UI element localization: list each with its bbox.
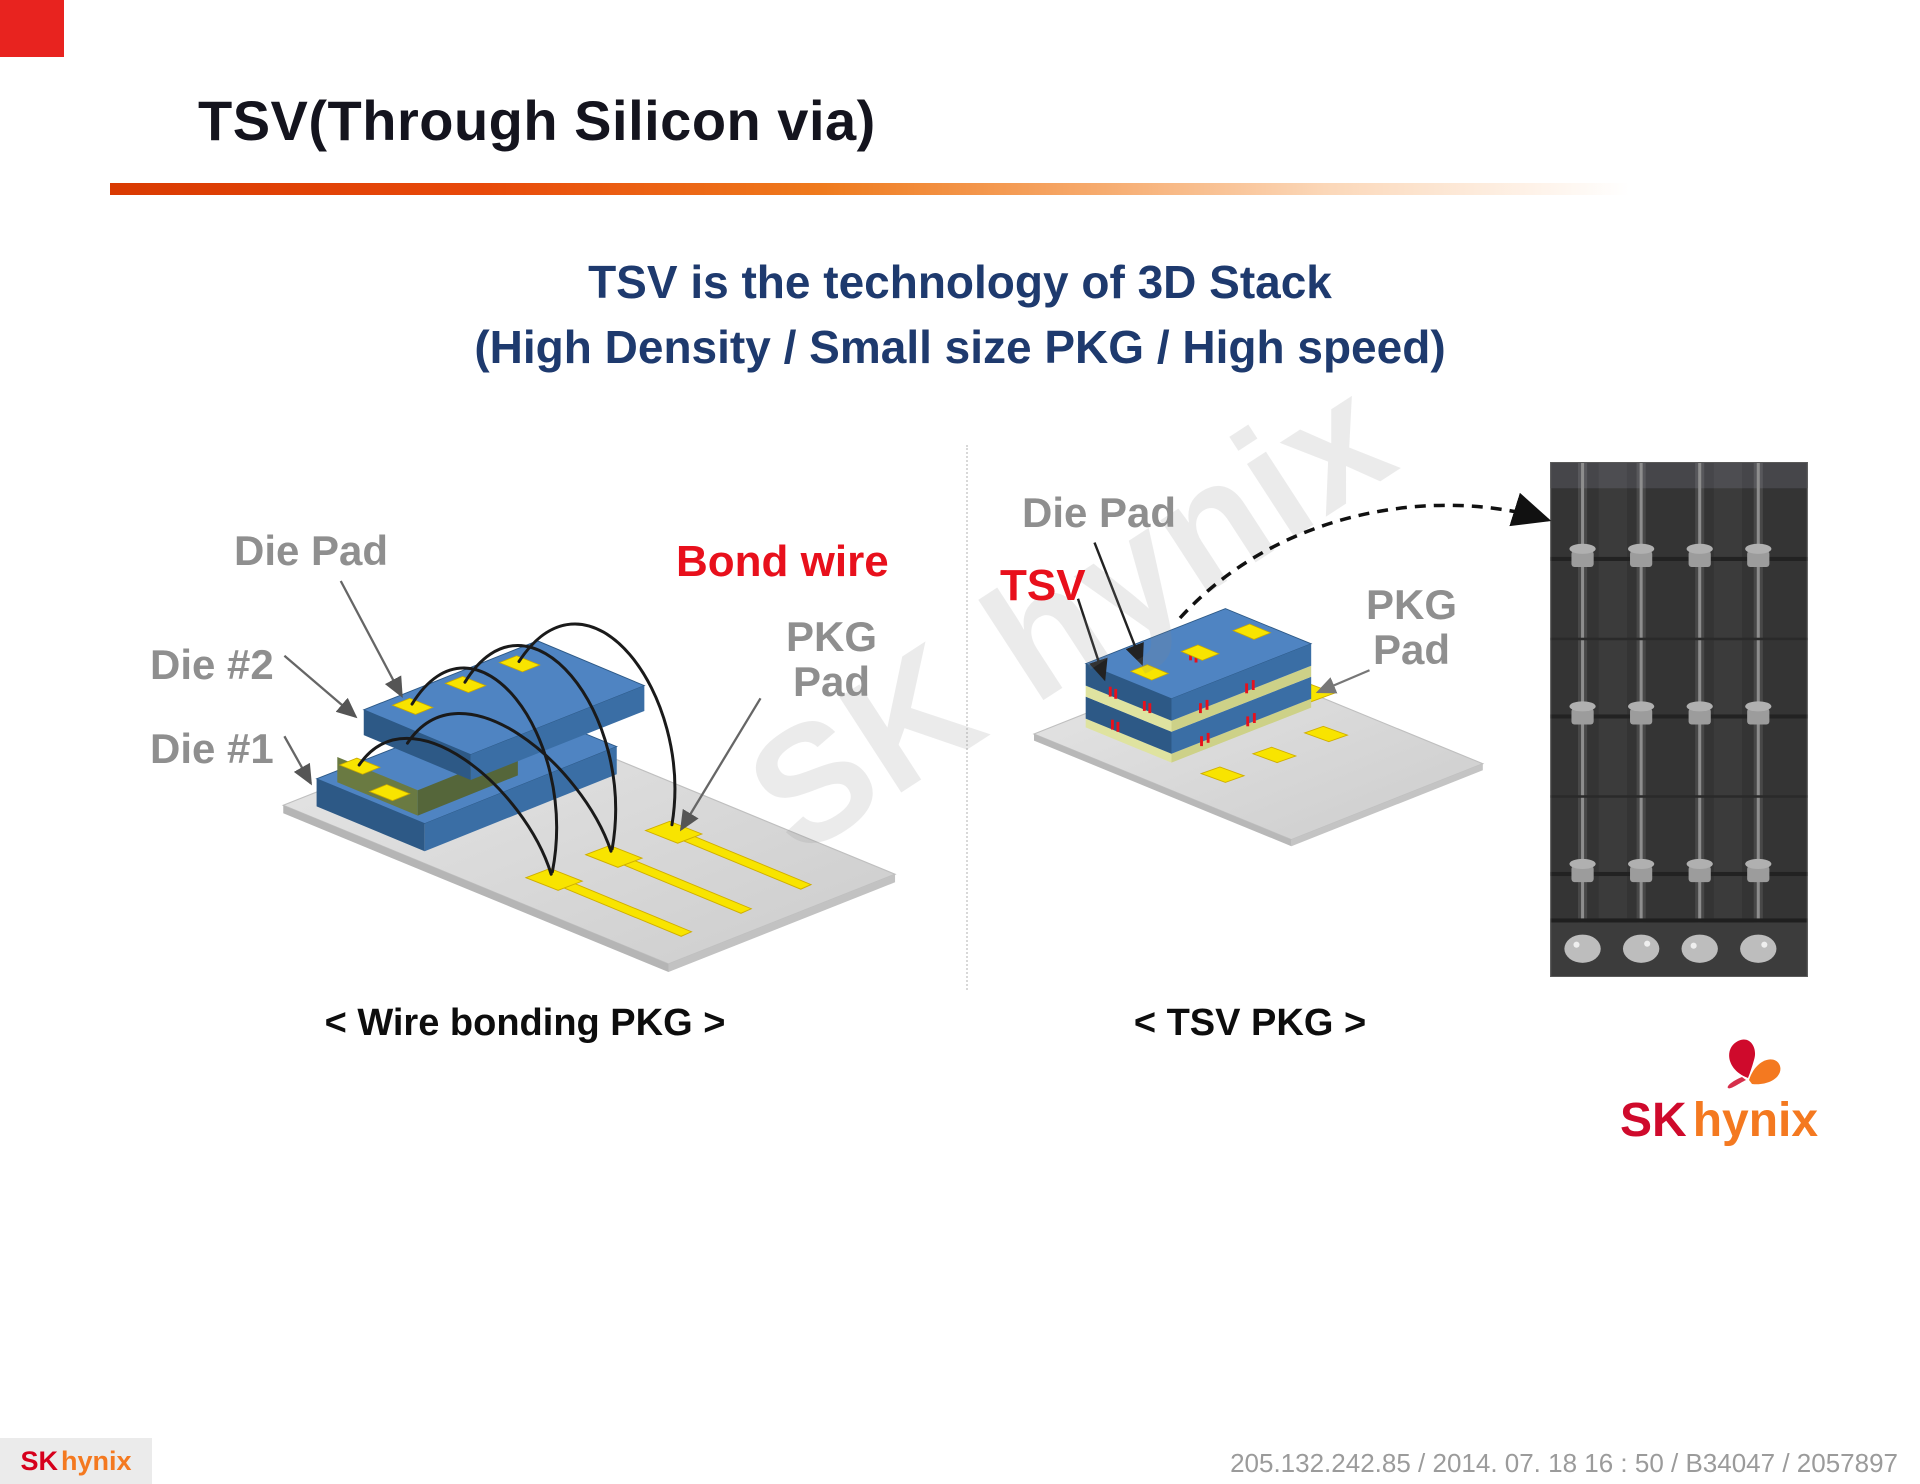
die2-pads	[391, 655, 541, 715]
pkg-pad-arrow	[679, 697, 762, 832]
lower-bond-layer	[1085, 698, 1312, 763]
substrate-edge-right	[668, 874, 896, 972]
die1-arrow	[283, 735, 312, 786]
sk-butterfly-icon	[1727, 1039, 1781, 1089]
label-die-2: Die #2	[150, 641, 274, 688]
pkg-pad-trace	[524, 820, 813, 937]
die-1	[1085, 676, 1312, 754]
upper-bond-layer	[1085, 665, 1312, 732]
caption-tsv-pkg: < TSV PKG >	[1133, 1002, 1367, 1044]
wire-bonding-diagram	[281, 580, 897, 972]
bond-wires	[357, 622, 677, 876]
subtitle: TSV is the technology of 3D Stack (High …	[160, 250, 1760, 381]
bond-wire	[463, 644, 618, 851]
right-label-arrows	[1076, 542, 1370, 694]
caption-wire-bonding: < Wire bonding PKG >	[324, 1002, 726, 1044]
label-pkg-line: PKG	[1366, 581, 1458, 628]
label-die-pad-right: Die Pad	[1022, 489, 1177, 536]
bond-wire	[410, 666, 559, 874]
substrate-edge-front	[1034, 734, 1292, 847]
logo-sk-text: SK	[1620, 1094, 1687, 1147]
substrate-edge-front	[283, 805, 669, 972]
bond-wire	[517, 622, 677, 827]
label-pad-line: Pad	[1372, 626, 1451, 674]
label-pkg-pad-left: PKG Pad	[786, 614, 877, 705]
label-pad-line: Pad	[792, 658, 871, 706]
bond-wire	[357, 736, 553, 876]
pkg-pad-arrow	[1315, 669, 1370, 694]
die-2	[362, 640, 646, 780]
page-title: TSV(Through Silicon via)	[198, 89, 876, 152]
label-pkg-pad-right: PKG Pad	[1366, 582, 1457, 673]
subtitle-line1: TSV is the technology of 3D Stack	[588, 256, 1332, 308]
badge-hynix-text: hynix	[60, 1445, 132, 1476]
sem-cross-section-image	[1550, 462, 1808, 977]
badge-sk-text: SK	[20, 1445, 58, 1476]
bond-wire	[405, 711, 613, 853]
substrate-edge-right	[1291, 763, 1483, 847]
logo-hynix-text: hynix	[1692, 1094, 1819, 1147]
label-die-pad-left: Die Pad	[234, 527, 389, 574]
diagram-divider	[966, 445, 968, 990]
label-die-1: Die #1	[150, 725, 274, 772]
footer-info: 205.132.242.85 / 2014. 07. 18 16 : 50 / …	[1230, 1448, 1898, 1478]
die-pads	[1129, 623, 1272, 681]
tsv-diagram	[1032, 542, 1485, 847]
die-pad-arrow	[1093, 542, 1144, 666]
die2-arrow	[283, 654, 358, 719]
label-bond-wire: Bond wire	[676, 537, 889, 586]
left-label-arrows	[283, 580, 762, 832]
title-gradient-rule	[110, 183, 1798, 195]
tsv-arrow	[1076, 598, 1108, 682]
label-tsv: TSV	[1000, 561, 1086, 610]
corner-accent-block	[0, 0, 64, 57]
sem-solder-balls	[1550, 918, 1808, 977]
sem-microbumps	[1550, 543, 1808, 883]
subtitle-line2: (High Density / Small size PKG / High sp…	[474, 321, 1446, 374]
label-pkg-line: PKG	[786, 613, 878, 660]
tsv-vias	[1108, 652, 1256, 747]
die-pad-arrow	[339, 580, 403, 699]
